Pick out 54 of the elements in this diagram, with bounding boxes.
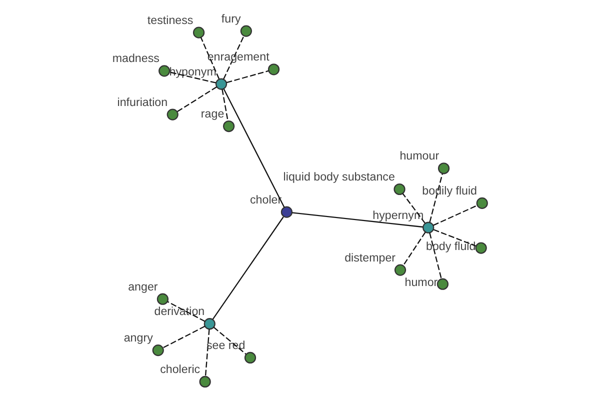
- node-label: see red: [206, 339, 246, 352]
- node-label: choleric: [160, 363, 200, 376]
- node-circle: [280, 206, 293, 218]
- connector: [292, 212, 424, 228]
- node-label: hypernym: [372, 208, 424, 222]
- node-label: body fluid: [426, 240, 476, 253]
- connector: [223, 36, 244, 80]
- node-circle: [158, 65, 170, 77]
- connector: [212, 216, 284, 320]
- node-label: liquid body substance: [283, 170, 395, 184]
- node-circle: [422, 222, 434, 234]
- node-circle: [394, 264, 406, 276]
- node-circle: [475, 242, 487, 254]
- node-circle: [268, 64, 280, 76]
- connector: [176, 86, 218, 112]
- node-circle: [156, 293, 169, 305]
- node-circle: [476, 197, 488, 210]
- node-label: anger: [128, 280, 158, 294]
- connector: [429, 174, 443, 222]
- node-circle: [192, 26, 205, 38]
- node-circle: [436, 278, 449, 290]
- node-circle: [438, 162, 450, 174]
- node-circle: [223, 120, 235, 132]
- node-circle: [244, 352, 256, 364]
- connector: [222, 89, 228, 122]
- connector: [226, 70, 269, 84]
- node-label: angry: [124, 332, 153, 345]
- node-label: distemper: [344, 251, 396, 264]
- connector: [402, 193, 426, 224]
- connector: [200, 37, 220, 80]
- node-circle: [152, 344, 164, 356]
- node-label: bodily fluid: [422, 184, 478, 198]
- node-circle: [166, 108, 178, 120]
- node-label: fury: [221, 12, 241, 26]
- node-circle: [215, 78, 228, 90]
- node-circle: [199, 376, 211, 388]
- node-label: enragement: [207, 50, 270, 64]
- node-label: humour: [400, 150, 440, 163]
- node-circle: [240, 25, 252, 37]
- node-circle: [204, 318, 216, 330]
- connector: [402, 232, 426, 266]
- node-circle: [394, 183, 406, 196]
- node-label: rage: [200, 108, 224, 121]
- node-label: testiness: [147, 14, 194, 27]
- node-label: madness: [112, 52, 160, 66]
- node-label: infuriation: [117, 96, 168, 109]
- connector: [433, 229, 476, 247]
- node-label: humor: [404, 276, 438, 289]
- connector: [213, 326, 246, 355]
- connector: [204, 329, 210, 376]
- connector: [223, 88, 285, 208]
- connector: [162, 326, 206, 348]
- connector: [429, 232, 442, 279]
- connector: [433, 204, 478, 226]
